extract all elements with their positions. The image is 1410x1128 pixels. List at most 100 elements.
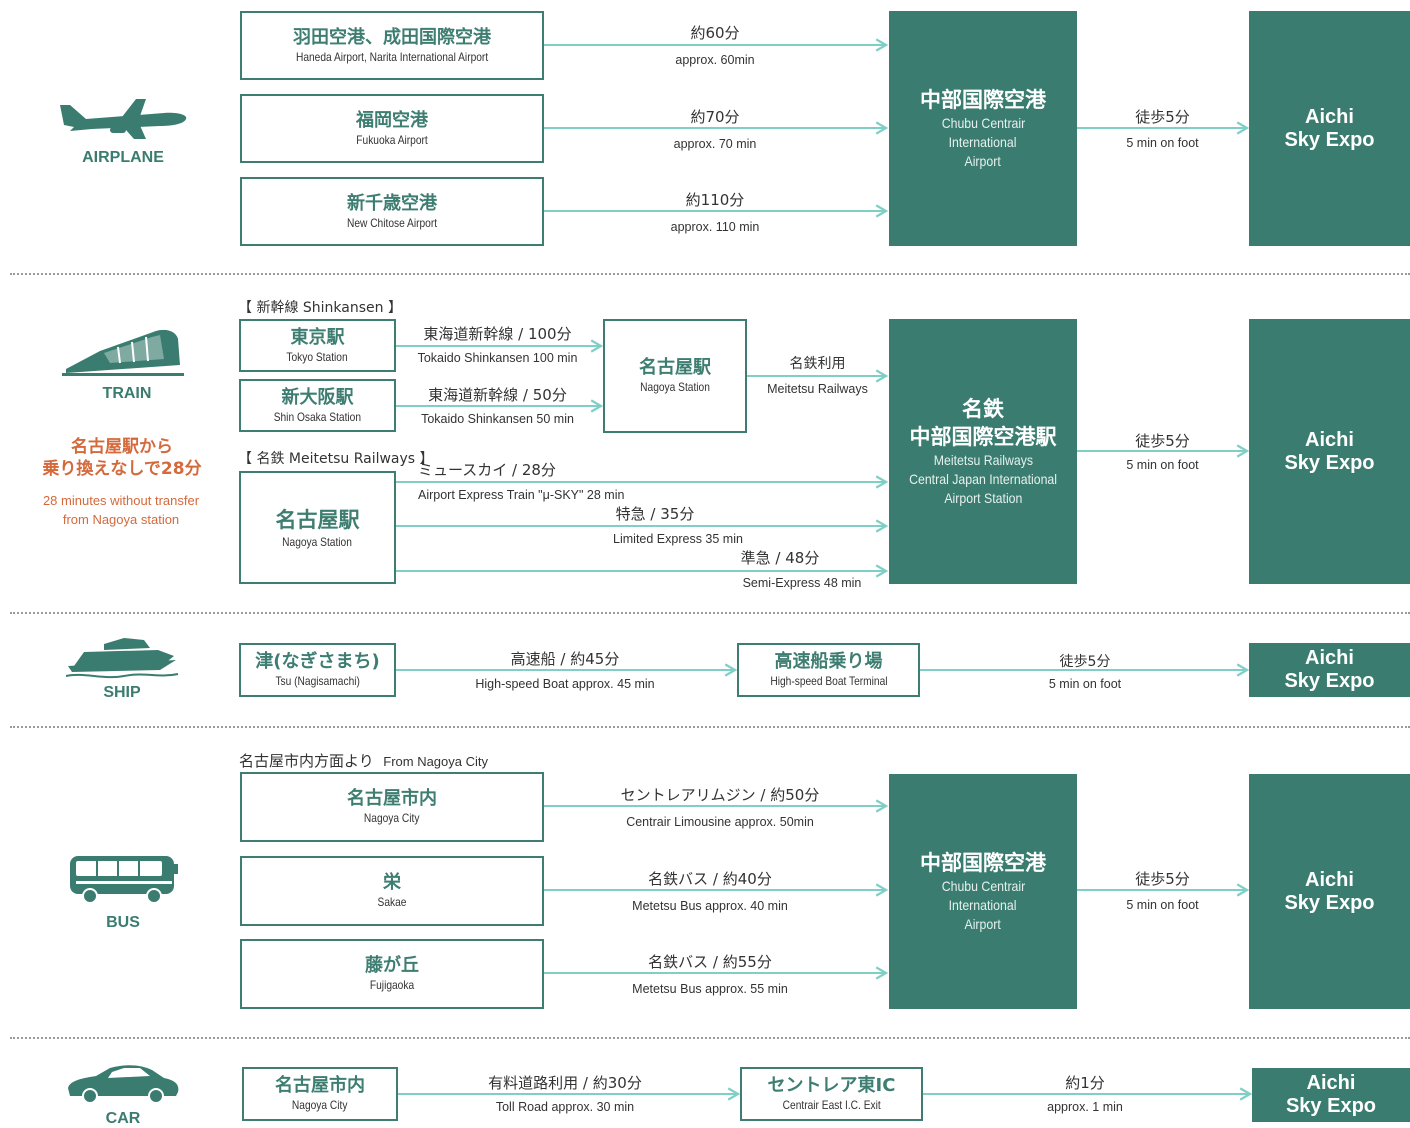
note-line: 名古屋駅から xyxy=(71,437,173,457)
route-en: Airport Express Train "μ-SKY" 28 min xyxy=(418,488,625,502)
route-jp: 名鉄バス / 約55分 xyxy=(648,953,772,971)
ship-icon xyxy=(65,638,179,679)
destination-line: Aichi xyxy=(1305,105,1354,128)
time-jp: 約110分 xyxy=(685,191,745,209)
hub-name-jp: 中部国際空港駅 xyxy=(909,425,1057,449)
source-name-jp: 羽田空港、成田国際空港 xyxy=(293,26,491,48)
hub-name-en: Central Japan International xyxy=(909,471,1057,487)
time-en: approx. 70 min xyxy=(673,137,757,151)
source-name-jp: 新千歳空港 xyxy=(347,192,437,214)
source-haneda-narita: 羽田空港、成田国際空港 Haneda Airport, Narita Inter… xyxy=(240,11,544,80)
source-new-chitose: 新千歳空港 New Chitose Airport xyxy=(240,177,544,246)
source-name-jp: 名古屋駅 xyxy=(275,507,360,532)
source-shin-osaka-station: 新大阪駅 Shin Osaka Station xyxy=(239,379,396,432)
hub-name-en: Chubu Centrair xyxy=(941,878,1025,894)
source-name-en: Sakae xyxy=(377,895,407,909)
source-name-en: Fujigaoka xyxy=(369,978,415,992)
destination-line: Aichi xyxy=(1306,1072,1356,1094)
train-icon xyxy=(62,329,184,376)
destination-line: Aichi xyxy=(1305,428,1354,451)
source-tsu-nagisamachi: 津(なぎさまち) Tsu (Nagisamachi) xyxy=(239,643,396,697)
destination-aichi-sky-expo: Aichi Sky Expo xyxy=(1252,1068,1410,1122)
hub-name-en: Airport xyxy=(964,916,1002,932)
meitetsu-use-en: Meitetsu Railways xyxy=(767,382,868,396)
shinkansen-group-label: 【 新幹線 Shinkansen 】 xyxy=(238,300,402,316)
highspeed-boat-terminal: 高速船乗り場 High-speed Boat Terminal xyxy=(737,643,920,697)
hub-meitetsu-airport-station: 名鉄 中部国際空港駅 Meitetsu Railways Central Jap… xyxy=(889,319,1077,584)
source-fujigaoka: 藤が丘 Fujigaoka xyxy=(240,939,544,1009)
source-name-jp: 名古屋市内 xyxy=(275,1075,365,1096)
route-jp: 高速船 / 約45分 xyxy=(510,650,620,668)
source-name-en: Shin Osaka Station xyxy=(273,409,362,424)
source-name-en: Fukuoka Airport xyxy=(356,132,428,147)
route-jp: 準急 / 48分 xyxy=(740,549,820,567)
source-sakae: 栄 Sakae xyxy=(240,856,544,926)
source-name-jp: 藤が丘 xyxy=(365,955,419,976)
walk-jp: 徒歩5分 xyxy=(1135,432,1190,450)
mode-label-ship: SHIP xyxy=(103,684,141,701)
source-meitetsu-nagoya: 名古屋駅 Nagoya Station xyxy=(239,471,396,584)
route-en: Metetsu Bus approx. 55 min xyxy=(632,982,788,996)
walk-jp: 徒歩5分 xyxy=(1059,654,1111,670)
station-name-jp: 名古屋駅 xyxy=(639,357,711,378)
mode-label-airplane: AIRPLANE xyxy=(82,149,164,166)
walk-en: 5 min on foot xyxy=(1126,136,1199,150)
section-divider xyxy=(10,612,1410,614)
source-name-jp: 福岡空港 xyxy=(356,109,428,131)
time-en: approx. 60min xyxy=(675,53,755,67)
line-en: Tokaido Shinkansen 50 min xyxy=(421,412,574,426)
destination-line: Aichi xyxy=(1305,647,1354,669)
source-tokyo-station: 東京駅 Tokyo Station xyxy=(239,319,396,372)
route-jp: 名鉄バス / 約40分 xyxy=(648,870,772,888)
route-en: Toll Road approx. 30 min xyxy=(495,1100,635,1114)
note-line: 乗り換えなしで28分 xyxy=(42,459,202,479)
train-note-en: 28 minutes without transfer from Nagoya … xyxy=(21,491,221,529)
hub-name-en: Airport Station xyxy=(943,490,1023,506)
section-divider xyxy=(10,273,1410,275)
hub-name-en: International xyxy=(949,897,1017,913)
source-fukuoka: 福岡空港 Fukuoka Airport xyxy=(240,94,544,163)
line-jp: 東海道新幹線 / 100分 xyxy=(423,325,572,343)
route-en: High-speed Boat approx. 45 min xyxy=(475,677,655,691)
source-name-en: Tokyo Station xyxy=(286,349,349,364)
destination-line: Aichi xyxy=(1305,868,1354,891)
source-name-jp: 新大阪駅 xyxy=(281,386,354,408)
source-name-en: Tsu (Nagisamachi) xyxy=(275,674,360,688)
time-en: approx. 110 min xyxy=(670,220,760,234)
walk-jp: 徒歩5分 xyxy=(1135,108,1190,126)
hub-name-en: International xyxy=(949,134,1017,150)
source-nagoya-city: 名古屋市内 Nagoya City xyxy=(240,772,544,842)
destination-line: Sky Expo xyxy=(1284,891,1375,914)
walk-jp: 徒歩5分 xyxy=(1135,870,1190,888)
meitetsu-use-jp: 名鉄利用 xyxy=(789,356,846,372)
meitetsu-group-label: 【 名鉄 Meitetsu Railways 】 xyxy=(238,451,434,467)
line-en: Tokaido Shinkansen 100 min xyxy=(417,351,578,365)
source-name-jp: 津(なぎさまち) xyxy=(255,651,380,672)
source-name-jp: 東京駅 xyxy=(290,326,345,348)
walk-en: 5 min on foot xyxy=(1126,898,1199,912)
route-jp: 有料道路利用 / 約30分 xyxy=(488,1074,642,1092)
route-en: Centrair Limousine approx. 50min xyxy=(626,815,814,829)
section-divider xyxy=(10,1037,1410,1039)
source-name-en: Nagoya City xyxy=(292,1098,348,1112)
mode-label-bus: BUS xyxy=(106,914,140,931)
section-divider xyxy=(10,726,1410,728)
hub-name-jp: 中部国際空港 xyxy=(920,851,1046,875)
nagoya-station-transfer: 名古屋駅 Nagoya Station xyxy=(603,319,747,433)
destination-aichi-sky-expo: Aichi Sky Expo xyxy=(1249,11,1410,246)
time-jp: 約60分 xyxy=(690,24,740,42)
route-en: Semi-Express 48 min xyxy=(742,576,862,590)
hub-name-en: Meitetsu Railways xyxy=(933,452,1033,468)
destination-line: Sky Expo xyxy=(1284,128,1375,151)
source-name-en: New Chitose Airport xyxy=(346,215,438,230)
route-en: Limited Express 35 min xyxy=(613,532,743,546)
source-name-en: Nagoya Station xyxy=(282,534,353,549)
source-name-jp: 栄 xyxy=(383,872,401,893)
group-label-en: From Nagoya City xyxy=(383,754,488,769)
bus-icon xyxy=(70,856,178,904)
source-name-en: Nagoya City xyxy=(364,811,420,825)
walk-en: 5 min on foot xyxy=(1126,458,1199,472)
group-label-jp: 名古屋市内方面より xyxy=(239,752,374,770)
bus-group-label: 名古屋市内方面より From Nagoya City xyxy=(239,750,488,771)
